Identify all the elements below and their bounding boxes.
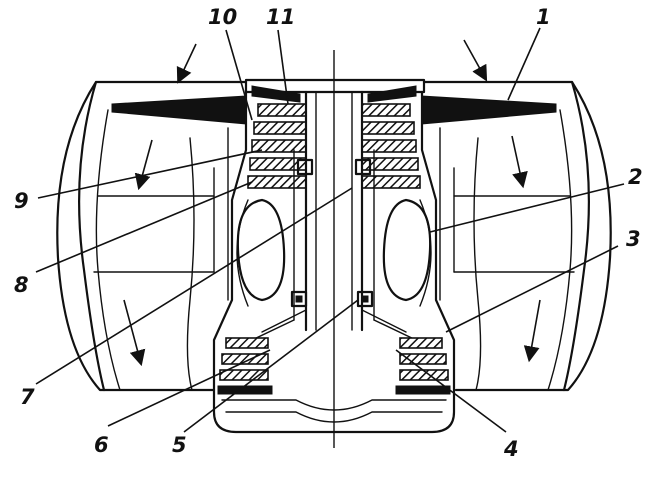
combustion-chamber-right xyxy=(382,198,432,302)
outer-housing xyxy=(56,80,612,392)
callout-7: 7 xyxy=(20,385,35,409)
engine-core xyxy=(212,78,456,434)
callout-8: 8 xyxy=(14,273,29,297)
callout-2: 2 xyxy=(628,165,643,189)
leader-lines xyxy=(35,27,625,433)
fan-blade-left xyxy=(111,95,247,125)
callout-10: 10 xyxy=(208,5,237,29)
callout-9: 9 xyxy=(14,189,29,213)
combustion-chamber-left xyxy=(236,198,286,302)
compressor-stages-right xyxy=(361,103,421,189)
callout-labels: 10 11 1 2 3 9 8 7 6 5 4 xyxy=(14,5,643,461)
fan-blade-right xyxy=(421,95,557,125)
callout-5: 5 xyxy=(172,433,187,457)
callout-6: 6 xyxy=(94,433,109,457)
callout-4: 4 xyxy=(503,437,519,461)
callout-1: 1 xyxy=(536,5,551,29)
callout-11: 11 xyxy=(266,5,295,29)
flow-arrows xyxy=(123,39,541,367)
callout-3: 3 xyxy=(626,227,641,251)
compressor-stages-left xyxy=(247,103,307,189)
turbine-stages-right xyxy=(395,337,451,395)
